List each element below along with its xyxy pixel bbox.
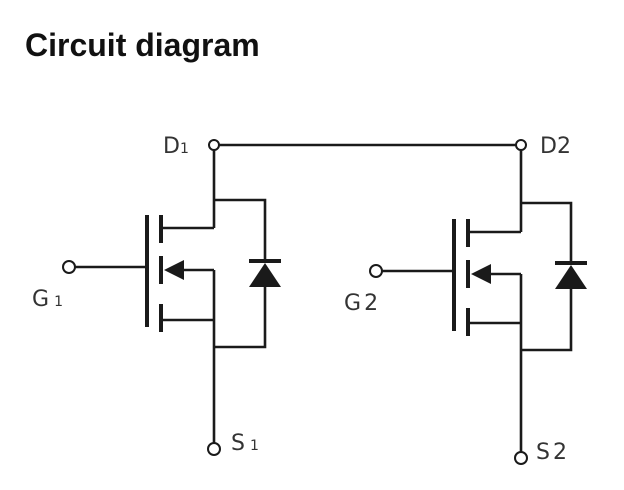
diode-1-bottom-wire — [214, 287, 267, 349]
g1-terminal — [62, 260, 76, 274]
g2-terminal — [369, 264, 383, 278]
s2-terminal — [514, 451, 528, 465]
s1-terminal — [207, 442, 221, 456]
d2-terminal — [515, 139, 527, 151]
d1-letter: D — [163, 134, 180, 159]
diode-1-triangle — [249, 263, 281, 287]
diode-2-bottom-wire — [521, 289, 573, 352]
d2-label: D2 — [540, 134, 571, 159]
d2-letter: D — [540, 134, 557, 159]
g2-letter: G — [344, 291, 361, 316]
mosfet-2 — [381, 149, 587, 452]
diode-2-top-wire — [521, 201, 573, 263]
g2-index: 2 — [364, 291, 378, 316]
s2-letter: S — [536, 440, 550, 465]
s1-letter: S — [231, 431, 245, 456]
d2-index: 2 — [557, 134, 571, 159]
d1-label: D1 — [163, 134, 189, 159]
page-title: Circuit diagram — [25, 27, 260, 63]
body-1-arrow — [164, 260, 184, 280]
g1-index: 1 — [54, 294, 63, 310]
d1-terminal — [208, 139, 220, 151]
mosfet-1 — [74, 149, 281, 443]
diode-1-top-wire — [214, 198, 267, 261]
s2-index: 2 — [553, 440, 567, 465]
s1-index: 1 — [250, 438, 259, 454]
body-2-arrow — [471, 264, 491, 284]
diode-2-triangle — [555, 265, 587, 289]
g1-letter: G — [32, 287, 49, 312]
d1-index: 1 — [180, 141, 189, 157]
